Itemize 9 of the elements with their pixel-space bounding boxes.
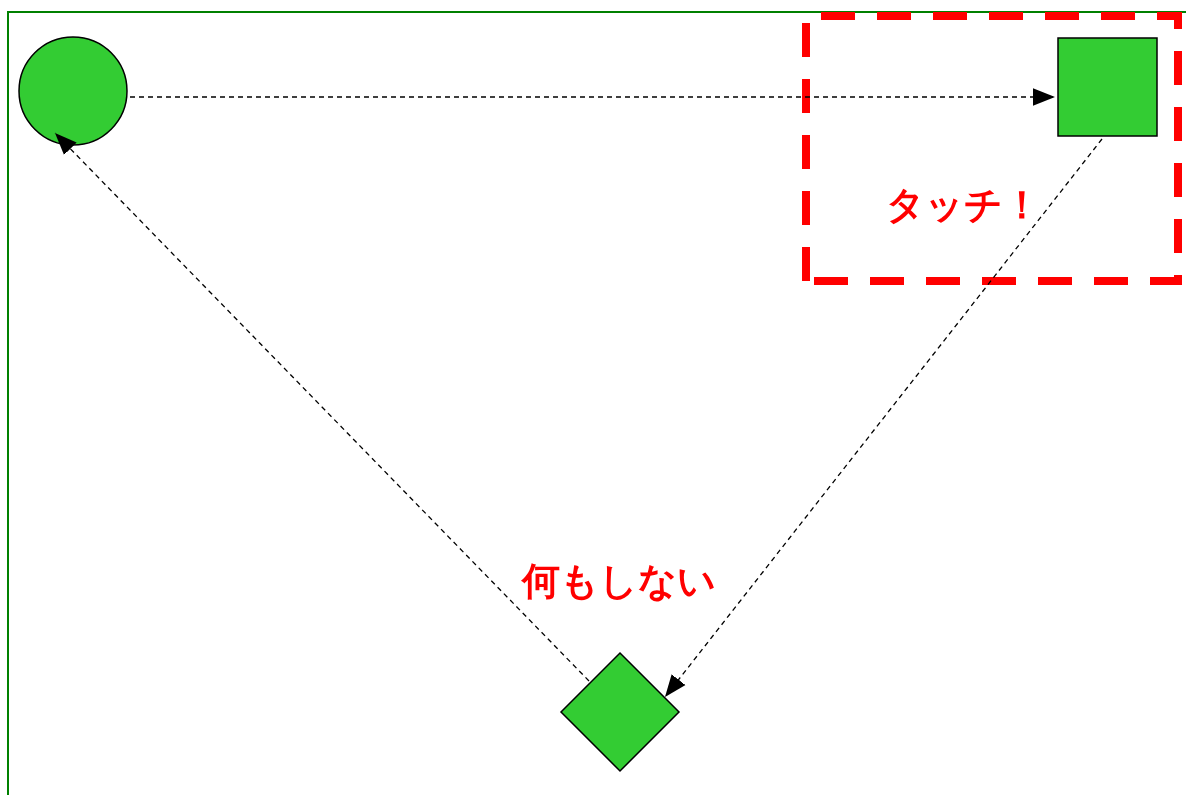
node-caption: 何もしない	[522, 558, 716, 605]
diamond-shape	[560, 652, 680, 772]
region-label: タッチ！	[886, 182, 1041, 229]
arrow	[129, 88, 1056, 106]
circle-shape	[18, 36, 128, 146]
highlight-region	[802, 12, 1182, 285]
arrow	[664, 138, 1103, 698]
arrow	[54, 132, 590, 682]
square-shape	[1057, 37, 1158, 137]
